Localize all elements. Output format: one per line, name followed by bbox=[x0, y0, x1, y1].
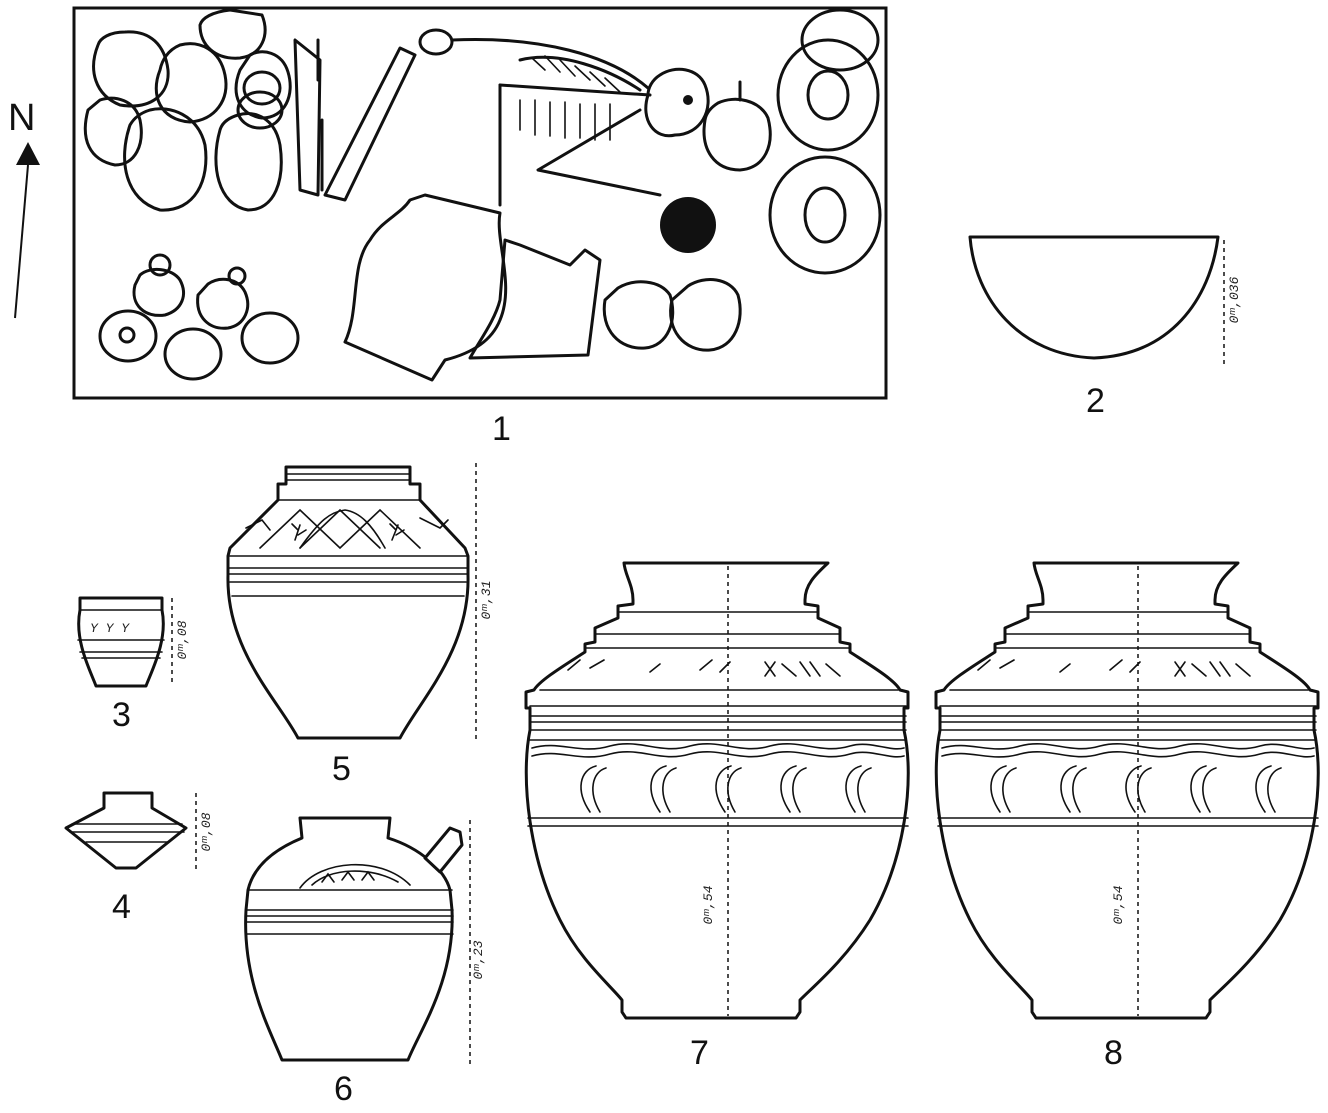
rim-lines bbox=[228, 473, 469, 597]
north-arrow-shaft bbox=[14, 164, 29, 319]
ring-vessel bbox=[800, 8, 880, 72]
north-label: N bbox=[8, 97, 35, 139]
figure-6-number: 6 bbox=[334, 1070, 353, 1108]
skeleton-arm bbox=[536, 108, 662, 197]
large-pot-outline bbox=[343, 193, 508, 382]
figure-2-bowl: 0ᵐ,036 2 bbox=[968, 235, 1242, 420]
ring-vessel bbox=[776, 38, 880, 152]
vessel-profile bbox=[64, 791, 188, 870]
pot-outline bbox=[154, 42, 228, 124]
pot-lid bbox=[118, 326, 136, 344]
pot-lid bbox=[148, 253, 172, 277]
pot-outline bbox=[196, 277, 250, 330]
bowl-profile bbox=[968, 235, 1220, 360]
north-arrow: N bbox=[8, 97, 40, 319]
figure-5-number: 5 bbox=[332, 750, 351, 788]
height-label: 0ᵐ,23 bbox=[471, 940, 486, 979]
ring-vessel bbox=[768, 155, 882, 275]
pot-outline bbox=[198, 8, 267, 60]
long-line bbox=[450, 38, 650, 90]
pot-outline bbox=[163, 327, 223, 381]
band-lines bbox=[246, 863, 454, 935]
skeleton-ribs bbox=[518, 55, 642, 92]
height-label: 0ᵐ,08 bbox=[175, 620, 190, 659]
figure-7-number: 7 bbox=[690, 1034, 709, 1072]
figure-7-vessel: 0ᵐ,54 7 bbox=[524, 561, 910, 1072]
pot-outline bbox=[98, 309, 158, 363]
figure-1-number: 1 bbox=[492, 410, 511, 448]
height-label: 0ᵐ,036 bbox=[1227, 276, 1242, 323]
weapon-outline bbox=[293, 38, 322, 197]
decoration-band bbox=[245, 508, 449, 550]
height-label: 0ᵐ,08 bbox=[199, 812, 214, 851]
vessel-profile bbox=[77, 596, 165, 688]
figure-8-number: 8 bbox=[1104, 1034, 1123, 1072]
height-label: 0ᵐ,54 bbox=[701, 885, 716, 924]
figure-3-vessel: Y Y Y 0ᵐ,08 3 bbox=[77, 596, 190, 734]
pot-outline bbox=[132, 267, 185, 317]
decoration-motif: Y Y Y bbox=[90, 621, 130, 636]
ring-vessel-inner bbox=[803, 186, 847, 244]
pot-outline bbox=[602, 280, 675, 350]
north-arrow-head-icon bbox=[16, 142, 40, 165]
black-disc bbox=[660, 197, 716, 253]
figure-1-grave-plan: 1 bbox=[72, 6, 888, 448]
weapon-pommel bbox=[418, 28, 454, 56]
grave-outline bbox=[72, 6, 888, 400]
spout bbox=[423, 826, 464, 874]
skeleton-ribs bbox=[519, 55, 621, 141]
pot-outline bbox=[702, 97, 772, 172]
skull-outline bbox=[644, 67, 710, 138]
vessel-profile bbox=[934, 561, 1320, 1020]
pot-outline bbox=[123, 107, 208, 212]
band-lines bbox=[937, 611, 1319, 827]
skull-eye bbox=[683, 95, 693, 105]
pot-lid bbox=[227, 266, 247, 286]
band-lines bbox=[527, 611, 909, 827]
pot-outline bbox=[236, 90, 284, 130]
pot-outline bbox=[669, 278, 742, 352]
pot-outline bbox=[240, 311, 300, 365]
ring-vessel-inner bbox=[806, 69, 850, 121]
figure-2-number: 2 bbox=[1086, 382, 1105, 420]
weapon-outline bbox=[323, 46, 417, 202]
pot-outline bbox=[83, 96, 143, 167]
height-label: 0ᵐ,54 bbox=[1111, 885, 1126, 924]
pot-outline bbox=[242, 70, 282, 106]
skeleton-line bbox=[498, 83, 652, 97]
height-label: 0ᵐ,31 bbox=[479, 580, 494, 619]
figure-4-number: 4 bbox=[112, 888, 131, 926]
large-pot-outline bbox=[468, 238, 602, 360]
figure-6-vessel: 0ᵐ,23 6 bbox=[244, 816, 486, 1108]
figure-8-vessel: 0ᵐ,54 8 bbox=[934, 561, 1320, 1072]
figure-3-number: 3 bbox=[112, 696, 131, 734]
vessel-profile bbox=[524, 561, 910, 1020]
pot-outline bbox=[92, 30, 170, 108]
vessel-profile bbox=[226, 465, 470, 740]
pot-outline bbox=[214, 112, 283, 212]
figure-4-vessel: 0ᵐ,08 4 bbox=[64, 791, 214, 926]
vessel-profile bbox=[244, 816, 454, 1062]
figure-5-vessel: 0ᵐ,31 5 bbox=[226, 463, 494, 788]
